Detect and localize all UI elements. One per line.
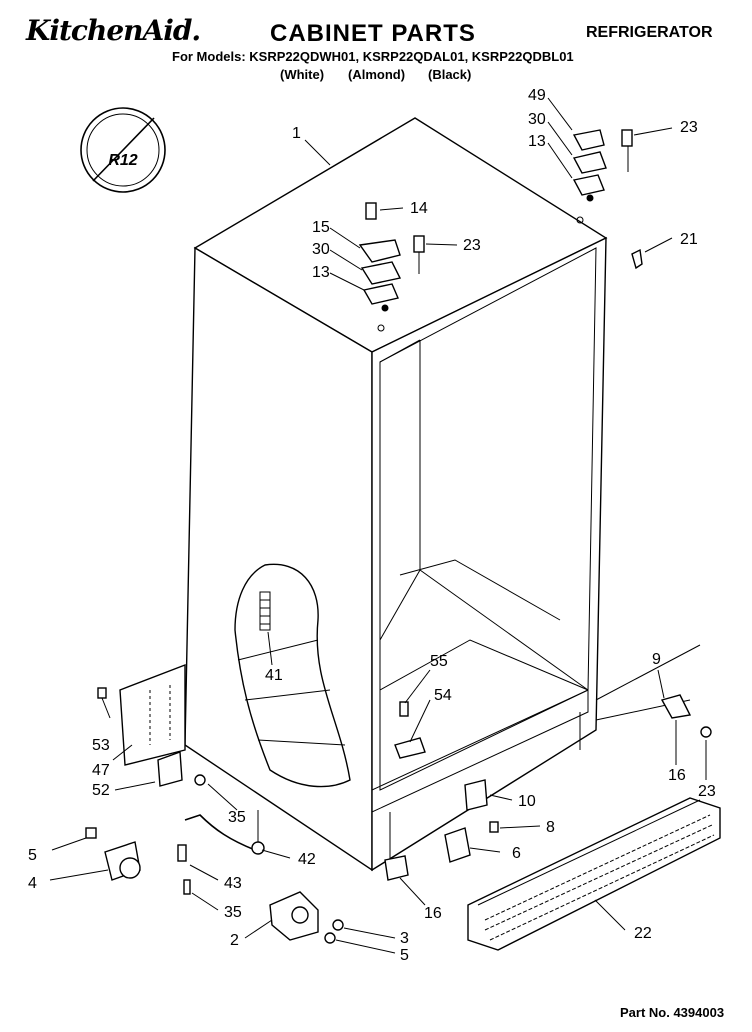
callout-21: 21 — [680, 231, 698, 248]
callout-labels: 1 49 30 13 23 14 15 30 23 13 21 41 55 54… — [28, 87, 716, 964]
callout-30-upper: 30 — [528, 111, 546, 128]
brand-logo: KitchenAid. — [26, 14, 201, 47]
callout-13-upper: 13 — [528, 133, 546, 150]
callout-5-left: 5 — [28, 847, 37, 864]
page-title: CABINET PARTS — [270, 20, 476, 47]
callout-2: 2 — [230, 932, 239, 949]
callout-35-upper: 35 — [228, 809, 246, 826]
appliance-type: REFRIGERATOR — [586, 24, 713, 41]
callout-41: 41 — [265, 667, 283, 684]
leader-lines — [49, 97, 707, 954]
callout-55: 55 — [430, 653, 448, 670]
callout-1: 1 — [292, 125, 301, 142]
callout-22: 22 — [634, 925, 652, 942]
callout-42: 42 — [298, 851, 316, 868]
callout-5-bottom: 5 — [400, 947, 409, 964]
color-black: (Black) — [428, 67, 472, 82]
callout-16-bottom: 16 — [424, 905, 442, 922]
callout-16-right: 16 — [668, 767, 686, 784]
callout-13-lower: 13 — [312, 264, 330, 281]
callout-43: 43 — [224, 875, 242, 892]
color-white: (White) — [280, 67, 325, 82]
callout-4: 4 — [28, 875, 37, 892]
top-hinge-left — [358, 202, 425, 332]
callout-8: 8 — [546, 819, 555, 836]
callout-47: 47 — [92, 762, 110, 779]
callout-6: 6 — [512, 845, 521, 862]
callout-53: 53 — [92, 737, 110, 754]
part-number: Part No. 4394003 — [620, 1005, 725, 1020]
callout-52: 52 — [92, 782, 110, 799]
callout-10: 10 — [518, 793, 536, 810]
base-grille — [467, 797, 721, 951]
callout-9: 9 — [652, 651, 661, 668]
callout-14: 14 — [410, 200, 428, 217]
no-r12-refrigerant-icon: R12 — [80, 107, 166, 193]
callout-30-lower: 30 — [312, 241, 330, 258]
callout-23-upper: 23 — [680, 119, 698, 136]
callout-15: 15 — [312, 219, 330, 236]
callout-49: 49 — [528, 87, 546, 104]
callout-23-mid: 23 — [463, 237, 481, 254]
right-lower-parts — [384, 694, 712, 881]
badge-text: R12 — [108, 152, 137, 169]
cabinet-shell — [184, 117, 701, 872]
callout-23-lower: 23 — [698, 783, 716, 800]
top-hinge-right — [572, 129, 643, 270]
color-almond: (Almond) — [348, 67, 406, 82]
callout-35-lower: 35 — [224, 904, 242, 921]
callout-3: 3 — [400, 930, 409, 947]
left-side-parts — [85, 663, 344, 944]
models-line: For Models: KSRP22QDWH01, KSRP22QDAL01, … — [172, 49, 574, 64]
callout-54: 54 — [434, 687, 452, 704]
